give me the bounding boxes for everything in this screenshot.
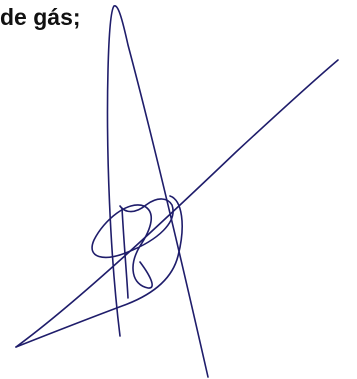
document-text-fragment: de gás; — [0, 4, 81, 30]
signature-stroke-inner-vertical — [121, 207, 129, 299]
signature-stroke-tall-loop — [106, 5, 209, 378]
signature-stroke-diagonal — [15, 59, 339, 348]
signature-stroke-lower-loop — [15, 195, 183, 348]
signature-stroke-tangle — [91, 198, 174, 289]
